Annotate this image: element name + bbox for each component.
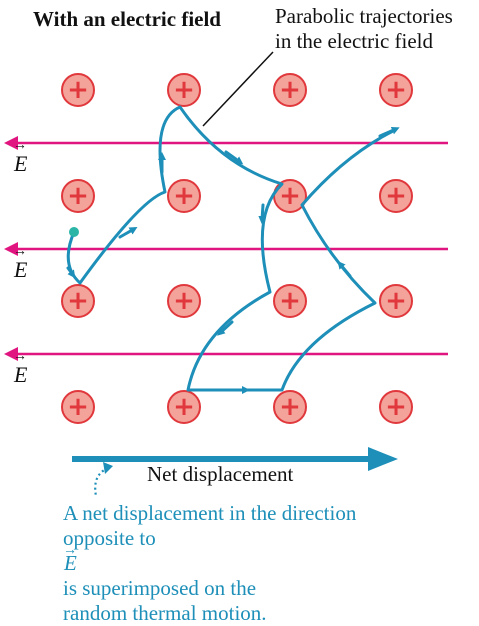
ion-charge-sign: +	[385, 286, 407, 316]
footnote: A net displacement in the direction oppo…	[63, 501, 356, 626]
arrow-marker-4	[258, 203, 267, 224]
ion-2-1: +	[61, 179, 95, 213]
net-displacement-label: Net displacement	[147, 462, 294, 486]
ion-1-1: +	[61, 73, 95, 107]
ion-charge-sign: +	[173, 181, 195, 211]
footnote-pointer-head	[103, 462, 113, 474]
electron-trajectory	[66, 105, 400, 394]
ion-charge-sign: +	[279, 75, 301, 105]
electron-start-dot	[69, 227, 79, 237]
ion-charge-sign: +	[385, 75, 407, 105]
footnote-line-1: A net displacement in the direction	[63, 501, 357, 525]
ion-3-4: +	[379, 284, 413, 318]
trajectory-annotation: Parabolic trajectories in the electric f…	[275, 4, 453, 54]
ion-charge-sign: +	[173, 286, 195, 316]
ion-1-3: +	[273, 73, 307, 107]
annotation-line-2: in the electric field	[275, 29, 434, 53]
arrow-marker-1	[118, 227, 138, 239]
arrow-marker-3	[224, 150, 244, 165]
ion-charge-sign: +	[67, 181, 89, 211]
ion-charge-sign: +	[67, 392, 89, 422]
ion-charge-sign: +	[173, 75, 195, 105]
ion-4-2: +	[167, 390, 201, 424]
ion-2-2: +	[167, 179, 201, 213]
ion-charge-sign: +	[279, 181, 301, 211]
annotation-leader-line	[202, 51, 274, 127]
ion-lattice: + + + + + + + + + + + + + + + +	[61, 73, 413, 424]
field-label-3: E	[13, 349, 28, 388]
field-label-1: E	[13, 138, 28, 177]
annotation-line-1: Parabolic trajectories	[275, 4, 453, 28]
arrow-marker-9	[66, 266, 76, 279]
arrow-marker-5	[217, 320, 234, 336]
footnote-line-2: opposite to E is superimposed on the	[63, 526, 356, 601]
net-displacement-arrow	[72, 447, 398, 471]
footnote-line-3: random thermal motion.	[63, 601, 267, 625]
ion-charge-sign: +	[67, 286, 89, 316]
ion-charge-sign: +	[385, 392, 407, 422]
diagram-canvas: + + + + + + + + + + + + + + + +	[4, 51, 448, 497]
ion-3-3: +	[273, 284, 307, 318]
ion-1-4: +	[379, 73, 413, 107]
ion-3-1: +	[61, 284, 95, 318]
ion-4-3: +	[273, 390, 307, 424]
diagram-stage: + + + + + + + + + + + + + + + + With an electric field	[0, 0, 479, 578]
ion-charge-sign: +	[173, 392, 195, 422]
field-label-2: E	[13, 244, 28, 283]
footnote-dotted-pointer	[94, 466, 109, 497]
ion-2-3: +	[273, 179, 307, 213]
ion-charge-sign: +	[279, 286, 301, 316]
footnote-field-symbol: E	[63, 538, 356, 576]
arrow-marker-7	[337, 260, 352, 278]
arrow-marker-8	[378, 126, 400, 138]
diagram-title: With an electric field	[33, 7, 221, 31]
ion-3-2: +	[167, 284, 201, 318]
trajectory-path	[66, 105, 397, 392]
ion-charge-sign: +	[67, 75, 89, 105]
ion-4-1: +	[61, 390, 95, 424]
ion-4-4: +	[379, 390, 413, 424]
ion-1-2: +	[167, 73, 201, 107]
ion-2-4: +	[379, 179, 413, 213]
field-line-3	[4, 347, 448, 361]
ion-charge-sign: +	[279, 392, 301, 422]
ion-charge-sign: +	[385, 181, 407, 211]
